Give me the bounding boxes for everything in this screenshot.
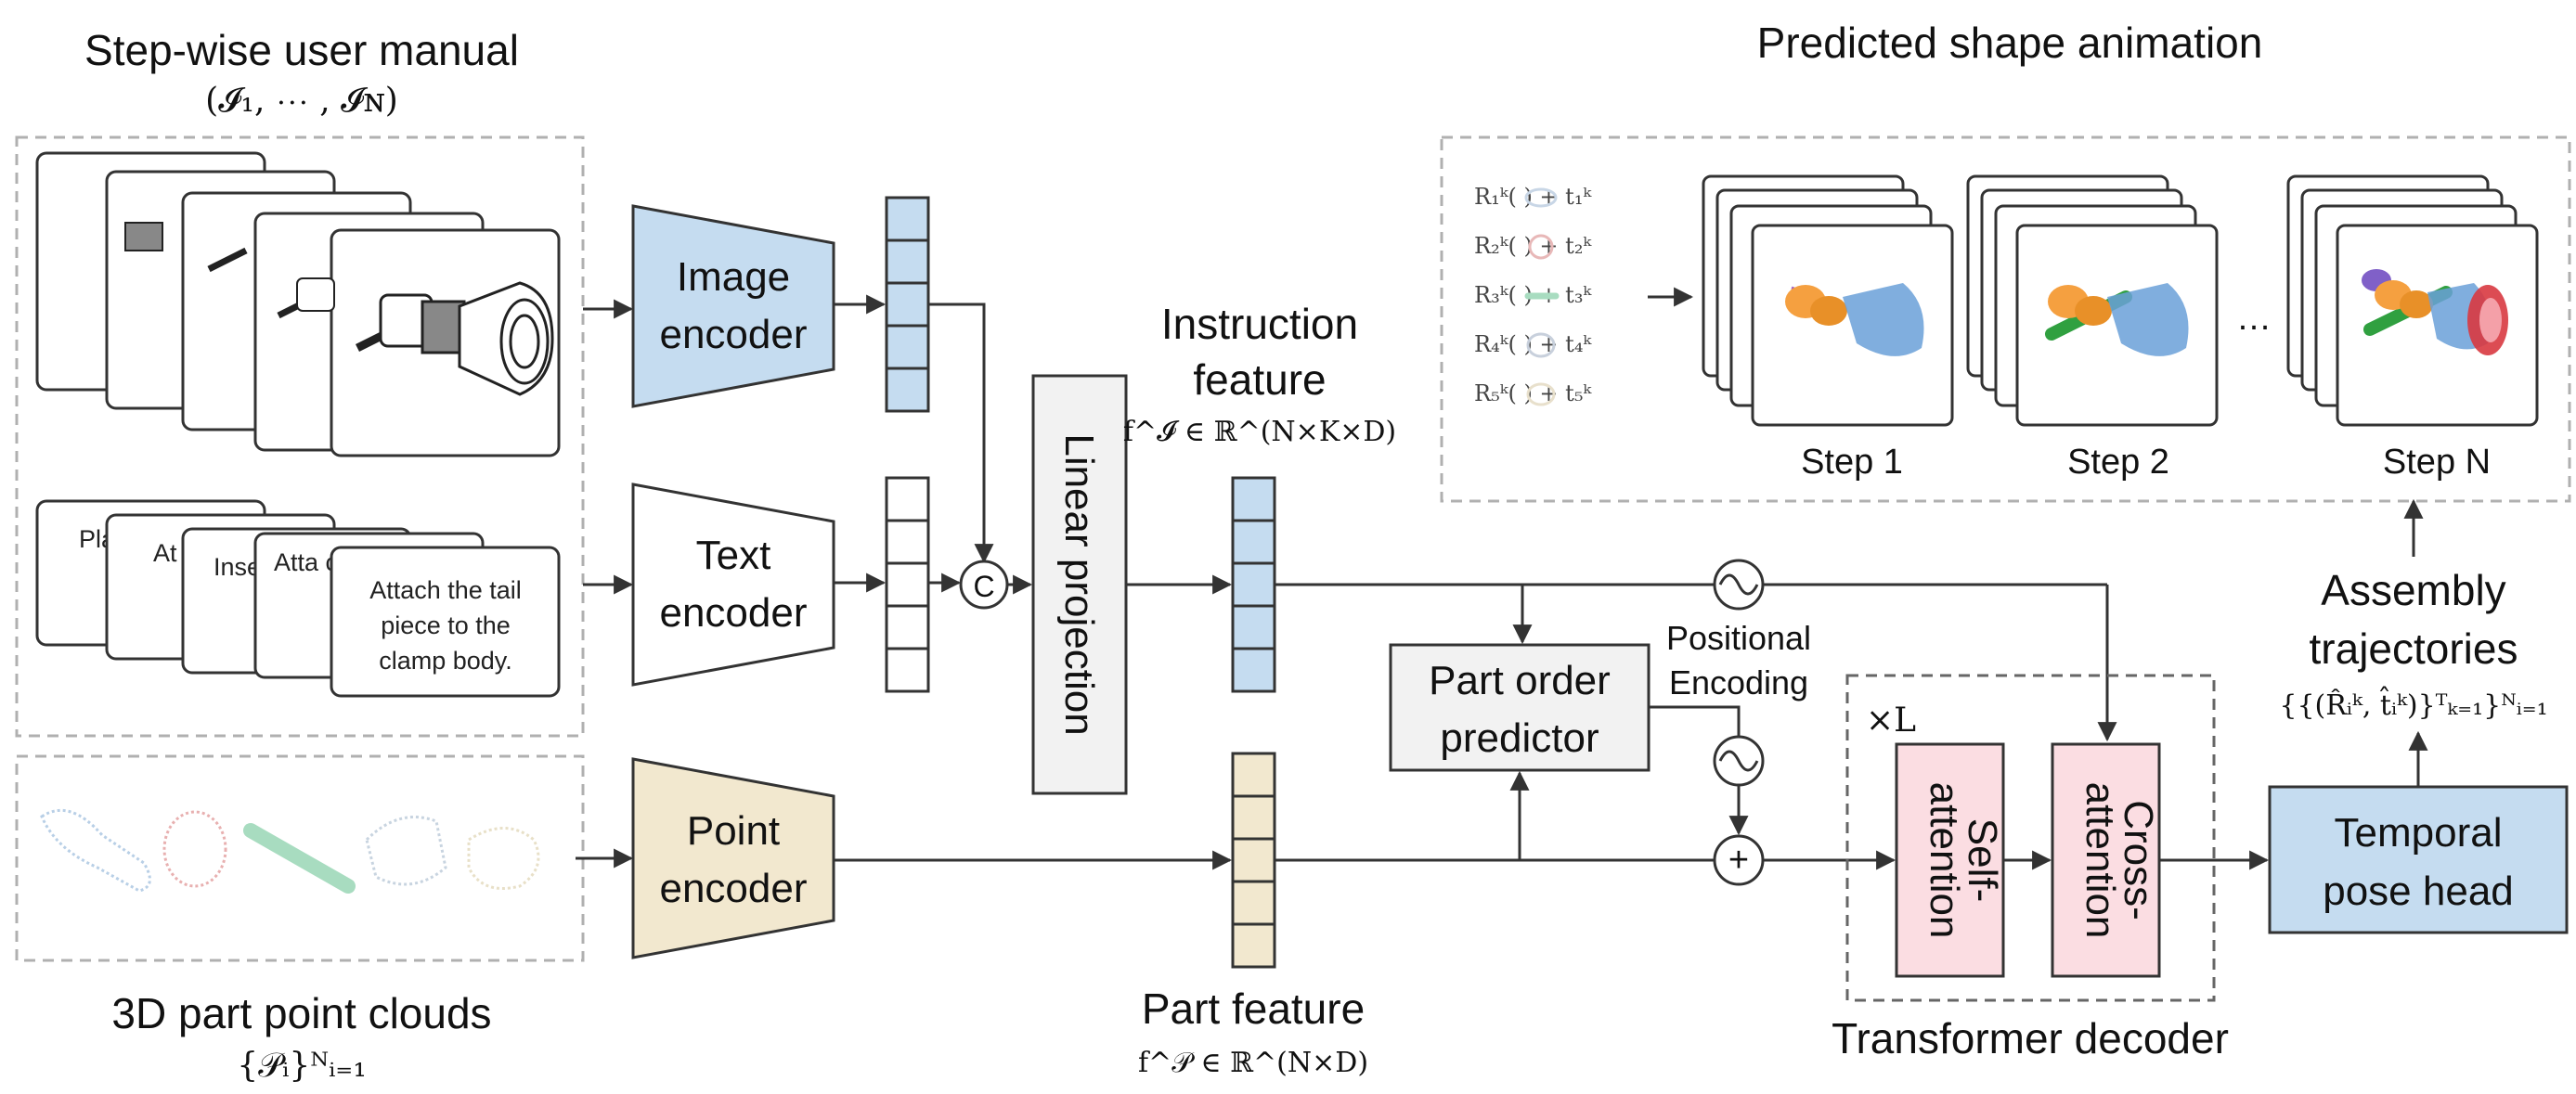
- part-order-predictor-box: Part order predictor: [1389, 643, 1650, 772]
- image-encoder-line-2: encoder: [659, 312, 807, 357]
- part-order-predictor-line-2: predictor: [1440, 715, 1599, 761]
- clamp-drawing-small-icon: [124, 222, 335, 319]
- concat-symbol: C: [959, 560, 1009, 610]
- assembly-line-2: trajectories: [2310, 624, 2518, 673]
- pose-head-line-2: pose head: [2323, 869, 2514, 914]
- transformer-repeat: ×L: [1866, 701, 1916, 740]
- rt-part-4-icon: [1526, 332, 1556, 358]
- image-feature-vector: [885, 196, 930, 413]
- part-feature-math: f^𝒫 ∈ ℝ^(N×D): [1138, 1047, 1368, 1079]
- animation-title: Predicted shape animation: [1757, 19, 2263, 67]
- positional-encoding-bottom-icon: [1713, 735, 1765, 787]
- positional-encoding-top-icon: [1713, 559, 1765, 611]
- pointcloud-title: 3D part point clouds: [111, 989, 491, 1037]
- step-2-stack: [1966, 174, 2219, 427]
- assembly-math: {{(R̂ᵢᵏ, t̂ᵢᵏ)}ᵀₖ₌₁}ᴺᵢ₌₁: [2279, 686, 2547, 722]
- cross-attention-line-1: Cross-: [2116, 800, 2161, 920]
- part-feature-vector: [1231, 752, 1276, 969]
- plus-sign: +: [1728, 841, 1749, 880]
- clamp-drawing-icon: [355, 281, 554, 396]
- transformer-decoder-frame: [1845, 674, 2216, 1002]
- text-encoder-line-2: encoder: [659, 590, 807, 636]
- rt-part-5-icon: [1526, 382, 1556, 406]
- rt-part-2-icon: [1528, 234, 1554, 260]
- front-card-line-1: Attach the tail: [369, 576, 522, 604]
- instruction-feature-line-2: feature: [1193, 355, 1326, 404]
- cross-attention-block: Cross- attention: [2051, 742, 2161, 978]
- text-card-stack: Pla Sh At clam the Inse thr cla Atta cap…: [35, 499, 561, 698]
- positional-encoding-line-2: Encoding: [1669, 663, 1808, 701]
- part-feature-label: Part feature: [1142, 985, 1365, 1033]
- self-attention-line-1: Self-: [1960, 818, 2005, 902]
- temporal-pose-head-box: Temporal pose head: [2268, 785, 2569, 934]
- text-feature-vector: [885, 476, 930, 693]
- step-2-label: Step 2: [2067, 443, 2169, 482]
- image-encoder: Image encoder: [631, 204, 835, 408]
- assembly-line-1: Assembly: [2321, 566, 2505, 614]
- pointcloud-math: {𝒫ᵢ}ᴺᵢ₌₁: [237, 1047, 367, 1085]
- step-n-shape-icon: [2362, 269, 2508, 355]
- predictor-to-pe-line: [1649, 705, 1741, 738]
- linear-projection-label: Linear projection: [1056, 433, 1102, 735]
- instruction-feature-math: f^𝓘 ∈ ℝ^(N×K×D): [1123, 416, 1396, 448]
- arrow-image-vector-to-concat: [928, 302, 994, 564]
- step-2-shape-icon: [2045, 283, 2189, 356]
- cross-attention-line-2: attention: [2078, 782, 2123, 939]
- step-1-shape-icon: [1785, 283, 1924, 356]
- step-1-label: Step 1: [1801, 443, 1903, 482]
- point-encoder: Point encoder: [631, 757, 835, 959]
- front-card-line-2: piece to the: [381, 611, 511, 639]
- text-encoder: Text encoder: [631, 483, 835, 687]
- step-1-stack: [1702, 174, 1954, 427]
- step-n-label: Step N: [2383, 443, 2491, 482]
- image-encoder-line-1: Image: [677, 254, 790, 300]
- transformer-decoder-title: Transformer decoder: [1832, 1014, 2229, 1062]
- self-attention-line-2: attention: [1922, 782, 1967, 939]
- self-attention-block: Self- attention: [1895, 742, 2005, 978]
- animation-frame: [1440, 135, 2571, 503]
- part-order-predictor-line-1: Part order: [1429, 658, 1611, 703]
- manual-frame: [15, 135, 585, 738]
- pointcloud-parts-icon: [40, 808, 540, 894]
- point-encoder-line-2: encoder: [659, 866, 807, 911]
- step-n-stack: [2286, 174, 2539, 427]
- instruction-feature-vector: [1231, 476, 1276, 693]
- point-encoder-line-1: Point: [687, 808, 780, 854]
- instruction-feature-line-1: Instruction: [1161, 300, 1358, 348]
- rt-terms: R₁ᵏ( ) + t₁ᵏ R₂ᵏ( ) + t₂ᵏ R₃ᵏ( ) + t₃ᵏ R…: [1474, 184, 1592, 406]
- positional-encoding-line-1: Positional: [1666, 619, 1811, 657]
- plus-symbol: +: [1713, 834, 1765, 886]
- linear-projection-box: Linear projection: [1031, 374, 1128, 795]
- text-encoder-line-1: Text: [696, 533, 771, 578]
- front-card-line-3: clamp body.: [379, 647, 512, 675]
- text-card-front: [330, 546, 561, 698]
- image-card-stack: [35, 151, 561, 457]
- manual-title: Step-wise user manual: [84, 26, 519, 74]
- rt-part-1-icon: [1524, 187, 1558, 208]
- manual-math: (𝓘₁, ⋯ , 𝓘ɴ): [205, 82, 398, 120]
- pose-head-line-1: Temporal: [2335, 810, 2503, 856]
- step-ellipsis: …: [2236, 299, 2272, 338]
- concat-letter: C: [973, 570, 994, 603]
